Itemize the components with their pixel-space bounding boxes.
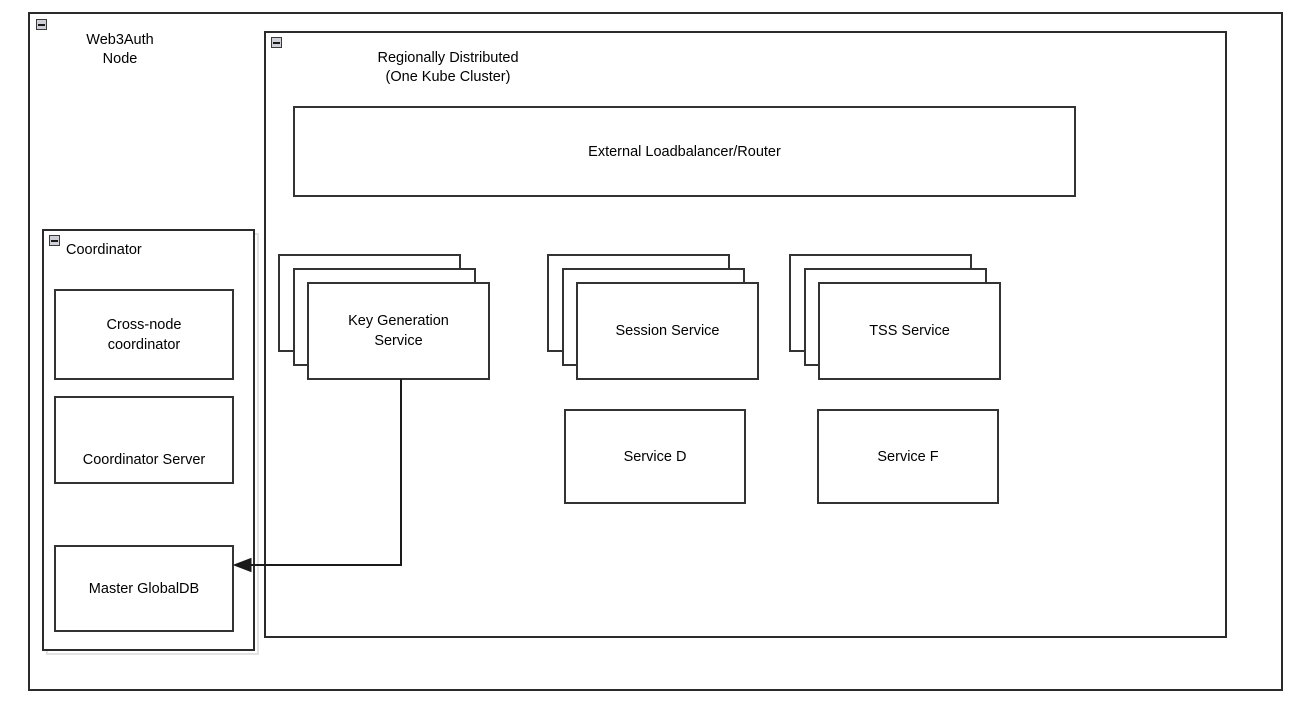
coordinator-server-label: Coordinator Server bbox=[82, 452, 206, 468]
service-d-box[interactable]: Service D bbox=[564, 409, 746, 504]
minus-bar bbox=[273, 41, 280, 44]
cross-node-coordinator-label: Cross-node coordinator bbox=[106, 316, 182, 353]
tss-service-stack[interactable]: TSS Service bbox=[789, 254, 1001, 380]
coordinator-title: Coordinator bbox=[66, 242, 142, 258]
minus-bar bbox=[51, 239, 58, 242]
key-generation-service-label: Key Generation Service bbox=[348, 313, 449, 349]
external-loadbalancer-label: External Loadbalancer/Router bbox=[588, 143, 781, 160]
coordinator-server-box[interactable]: Coordinator Server bbox=[54, 396, 234, 484]
coordinator-collapse-icon[interactable] bbox=[49, 235, 60, 246]
master-globaldb-label: Master GlobalDB bbox=[88, 580, 200, 597]
stack-layer-front[interactable]: Session Service bbox=[576, 282, 759, 380]
minus-bar bbox=[38, 23, 45, 26]
service-f-box[interactable]: Service F bbox=[817, 409, 999, 504]
tss-service-label: TSS Service bbox=[869, 323, 950, 339]
master-globaldb-box[interactable]: Master GlobalDB bbox=[54, 545, 234, 632]
key-generation-service-stack[interactable]: Key Generation Service bbox=[278, 254, 490, 380]
region-cluster-collapse-icon[interactable] bbox=[271, 37, 282, 48]
stack-layer-front[interactable]: Key Generation Service bbox=[307, 282, 490, 380]
web3auth-node-collapse-icon[interactable] bbox=[36, 19, 47, 30]
cross-node-coordinator-box[interactable]: Cross-node coordinator bbox=[54, 289, 234, 380]
external-loadbalancer-box[interactable]: External Loadbalancer/Router bbox=[293, 106, 1076, 197]
web3auth-node-title: Web3Auth Node bbox=[86, 32, 154, 67]
service-d-label: Service D bbox=[623, 448, 687, 465]
session-service-stack[interactable]: Session Service bbox=[547, 254, 759, 380]
service-f-label: Service F bbox=[877, 448, 939, 465]
stack-layer-front[interactable]: TSS Service bbox=[818, 282, 1001, 380]
region-cluster-title: Regionally Distributed (One Kube Cluster… bbox=[377, 50, 519, 85]
session-service-label: Session Service bbox=[615, 323, 720, 339]
